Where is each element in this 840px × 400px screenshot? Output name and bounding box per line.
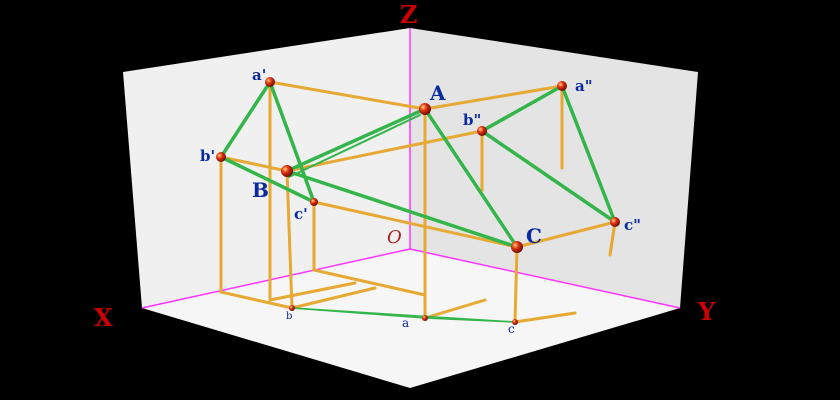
label-b-floor: b bbox=[286, 311, 292, 322]
label-c-side: c" bbox=[624, 216, 641, 234]
label-b-side: b" bbox=[463, 111, 481, 129]
node-B bbox=[281, 165, 293, 177]
rod-floor-1 bbox=[219, 290, 294, 310]
node-c0 bbox=[512, 319, 518, 325]
edge-b1-c1 bbox=[219, 155, 316, 204]
rod-a1-A bbox=[268, 80, 427, 111]
rod-b1-B bbox=[219, 155, 289, 173]
label-c-front: c' bbox=[294, 205, 308, 223]
x-axis-label: X bbox=[94, 303, 113, 332]
origin-label: O bbox=[387, 227, 402, 248]
label-a-front: a' bbox=[252, 66, 266, 84]
node-C bbox=[511, 241, 523, 253]
rod-B-b2 bbox=[285, 129, 484, 173]
rod-floor-4 bbox=[423, 298, 487, 320]
edge-A-C bbox=[423, 107, 519, 249]
edge-a2-c2 bbox=[560, 84, 617, 224]
edge-b0-c0 bbox=[291, 307, 516, 323]
rod-C-c2 bbox=[515, 220, 617, 249]
label-C: C bbox=[526, 224, 542, 248]
edge-B-C bbox=[285, 169, 519, 249]
edge-A-B-2 bbox=[288, 114, 421, 178]
label-b-front: b' bbox=[200, 147, 215, 165]
node-b0 bbox=[289, 305, 295, 311]
rod-floor-2 bbox=[290, 286, 377, 310]
x-axis bbox=[141, 248, 411, 309]
node-c2 bbox=[610, 217, 620, 227]
edge-b2-c2 bbox=[480, 129, 617, 224]
rod-c2-down bbox=[608, 220, 617, 257]
node-A bbox=[419, 103, 431, 115]
z-axis-label: Z bbox=[400, 0, 418, 29]
label-a-floor: a bbox=[402, 316, 409, 330]
rod-floor-6 bbox=[268, 281, 357, 302]
node-a2 bbox=[557, 81, 567, 91]
node-a1 bbox=[265, 77, 275, 87]
rod-c1-C bbox=[312, 200, 519, 249]
node-a0 bbox=[422, 315, 428, 321]
rod-B-down bbox=[285, 169, 294, 310]
rod-floor-3 bbox=[312, 268, 427, 297]
node-c1 bbox=[310, 198, 318, 206]
label-B: B bbox=[252, 178, 269, 202]
edge-a1-c1 bbox=[268, 80, 316, 204]
rod-A-a2 bbox=[423, 84, 564, 111]
rod-floor-5 bbox=[513, 311, 577, 324]
y-axis-label: Y bbox=[697, 297, 716, 326]
y-axis bbox=[409, 248, 681, 309]
floor-plane bbox=[142, 249, 680, 388]
node-b2 bbox=[477, 126, 487, 136]
edge-A-B bbox=[285, 107, 427, 173]
label-a-side: a" bbox=[575, 77, 593, 95]
node-b1 bbox=[216, 152, 226, 162]
edge-a2-b2 bbox=[480, 84, 564, 133]
label-c-floor: c bbox=[508, 322, 515, 336]
edge-a1-b1 bbox=[219, 80, 272, 159]
label-A: A bbox=[429, 81, 446, 105]
rod-C-down bbox=[513, 245, 519, 324]
